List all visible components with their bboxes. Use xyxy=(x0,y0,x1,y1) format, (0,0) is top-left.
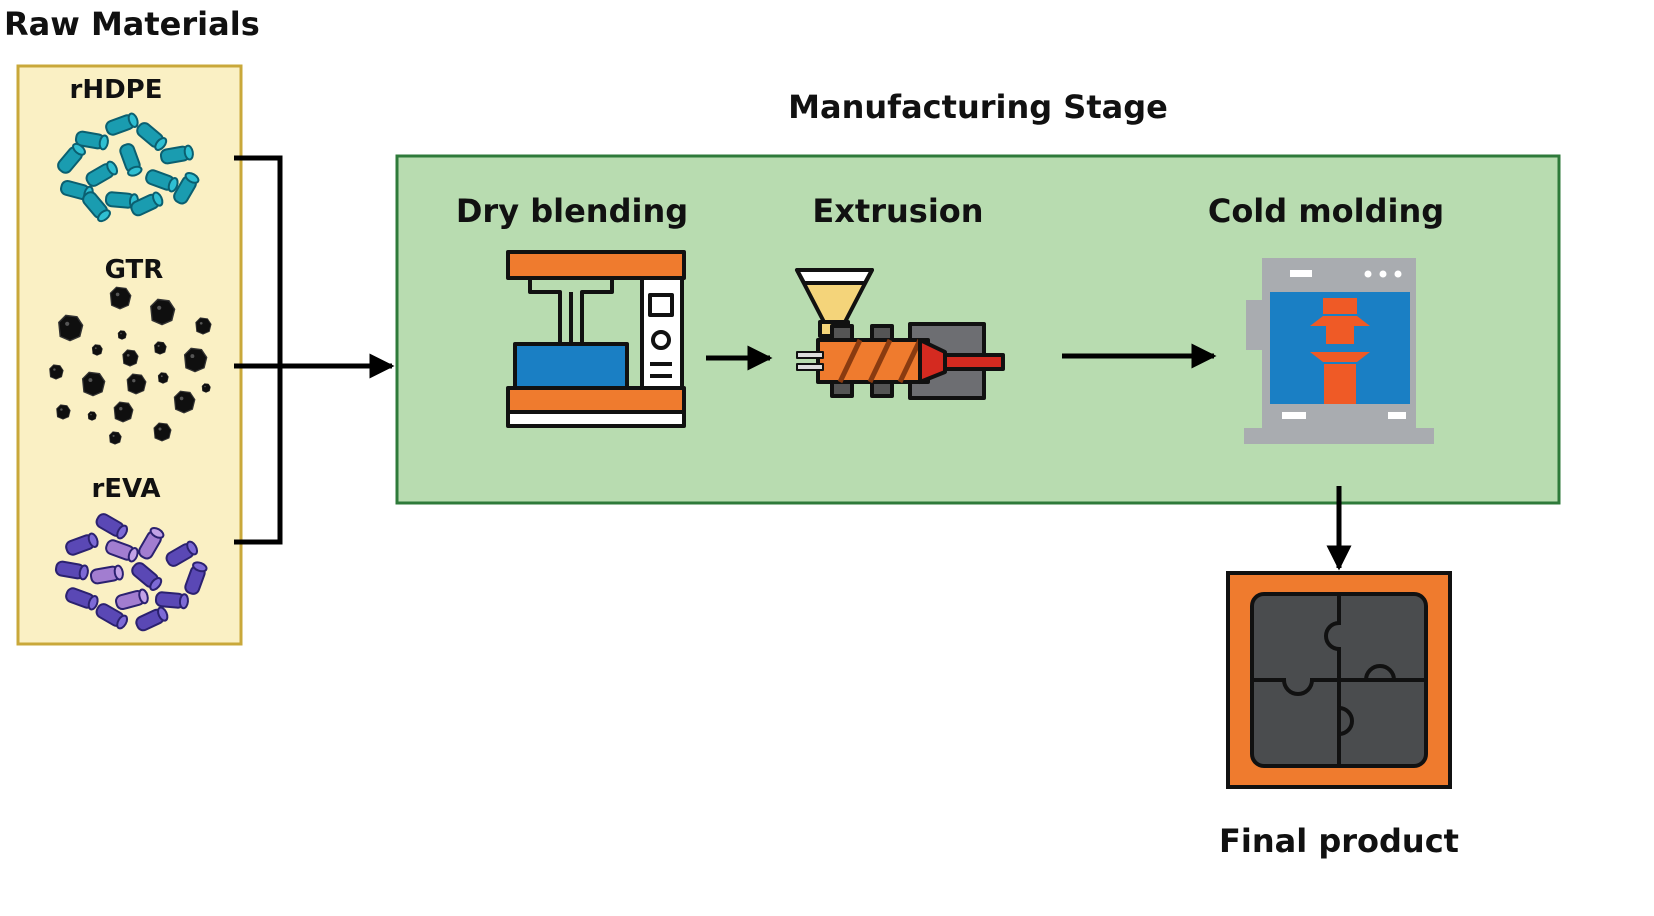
raw-materials-title: Raw Materials xyxy=(4,5,260,43)
molding-machine-icon xyxy=(1244,258,1434,444)
reva-label: rEVA xyxy=(91,474,160,504)
step-dry-blending-label: Dry blending xyxy=(456,192,688,230)
gtr-label: GTR xyxy=(105,255,164,285)
step-extrusion-label: Extrusion xyxy=(812,192,983,230)
rhdpe-label: rHDPE xyxy=(70,75,163,105)
puzzle-tile-icon xyxy=(1226,571,1452,789)
final-product-label: Final product xyxy=(1219,822,1459,860)
mixer-machine-icon xyxy=(506,250,686,428)
step-cold-molding-label: Cold molding xyxy=(1208,192,1444,230)
merge-bracket xyxy=(234,155,283,545)
manufacturing-title: Manufacturing Stage xyxy=(788,88,1168,126)
extruder-icon xyxy=(795,268,1005,400)
